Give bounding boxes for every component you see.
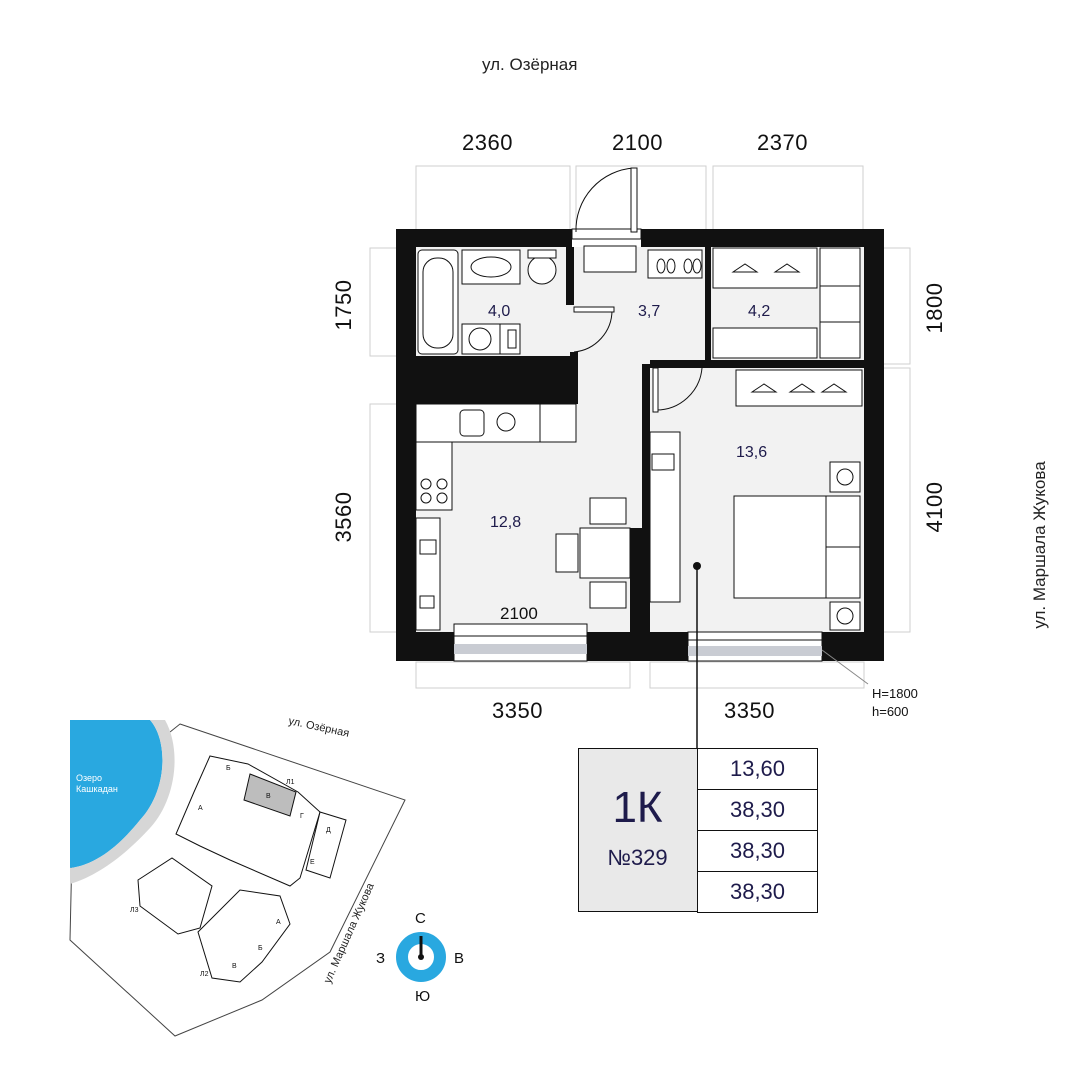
window-width-label: 2100 [500,604,538,623]
street-label-top: ул. Озёрная [482,55,578,74]
section-label: Л2 [200,971,209,978]
area-value-3: 38,30 [697,830,818,872]
room-area-closet: 4,2 [748,303,771,320]
area-value-2: 38,30 [697,789,818,831]
site-plan: Озеро Кашкадан ул. Озёрная ул. Маршала Ж… [69,715,406,1037]
section-label: Е [310,859,315,866]
apartment-info-box: 1К №329 [578,748,698,912]
room-area-hall: 3,7 [638,303,661,320]
dimension-top-3: 2370 [757,130,808,155]
dimension-bottom-2: 3350 [724,698,775,723]
compass-west: З [376,950,386,967]
section-label: А [198,805,203,812]
site-street-side: ул. Маршала Жукова [322,881,377,986]
area-value-1: 13,60 [697,748,818,790]
dimension-top-2: 2100 [612,130,663,155]
window-height-upper: H=1800 [872,686,918,701]
section-label: Б [258,945,263,952]
section-label: Л1 [286,779,295,786]
section-label: Д [326,827,331,834]
compass-south: Ю [415,988,431,1005]
apartment-type: 1К [612,783,663,832]
section-label: В [232,963,237,970]
compass-east: В [454,950,465,967]
lake [70,720,163,868]
section-label: Г [300,813,304,820]
window-height-lower: h=600 [872,704,909,719]
lake-label-2: Кашкадан [76,784,118,794]
apartment-number: №329 [607,845,668,870]
compass-icon [396,932,446,982]
dimension-top-1: 2360 [462,130,513,155]
site-street-top: ул. Озёрная [287,715,350,740]
room-area-bathroom: 4,0 [488,303,511,320]
dimension-bottom-1: 3350 [492,698,543,723]
compass-north: С [415,910,426,927]
section-label: Б [226,765,231,772]
lake-label-1: Озеро [76,773,102,783]
room-area-bedroom: 13,6 [736,444,768,461]
area-value-4: 38,30 [697,871,818,913]
section-label: В [266,793,271,800]
section-label: А [276,919,281,926]
section-label: Л3 [130,907,139,914]
room-area-kitchen: 12,8 [490,514,522,531]
